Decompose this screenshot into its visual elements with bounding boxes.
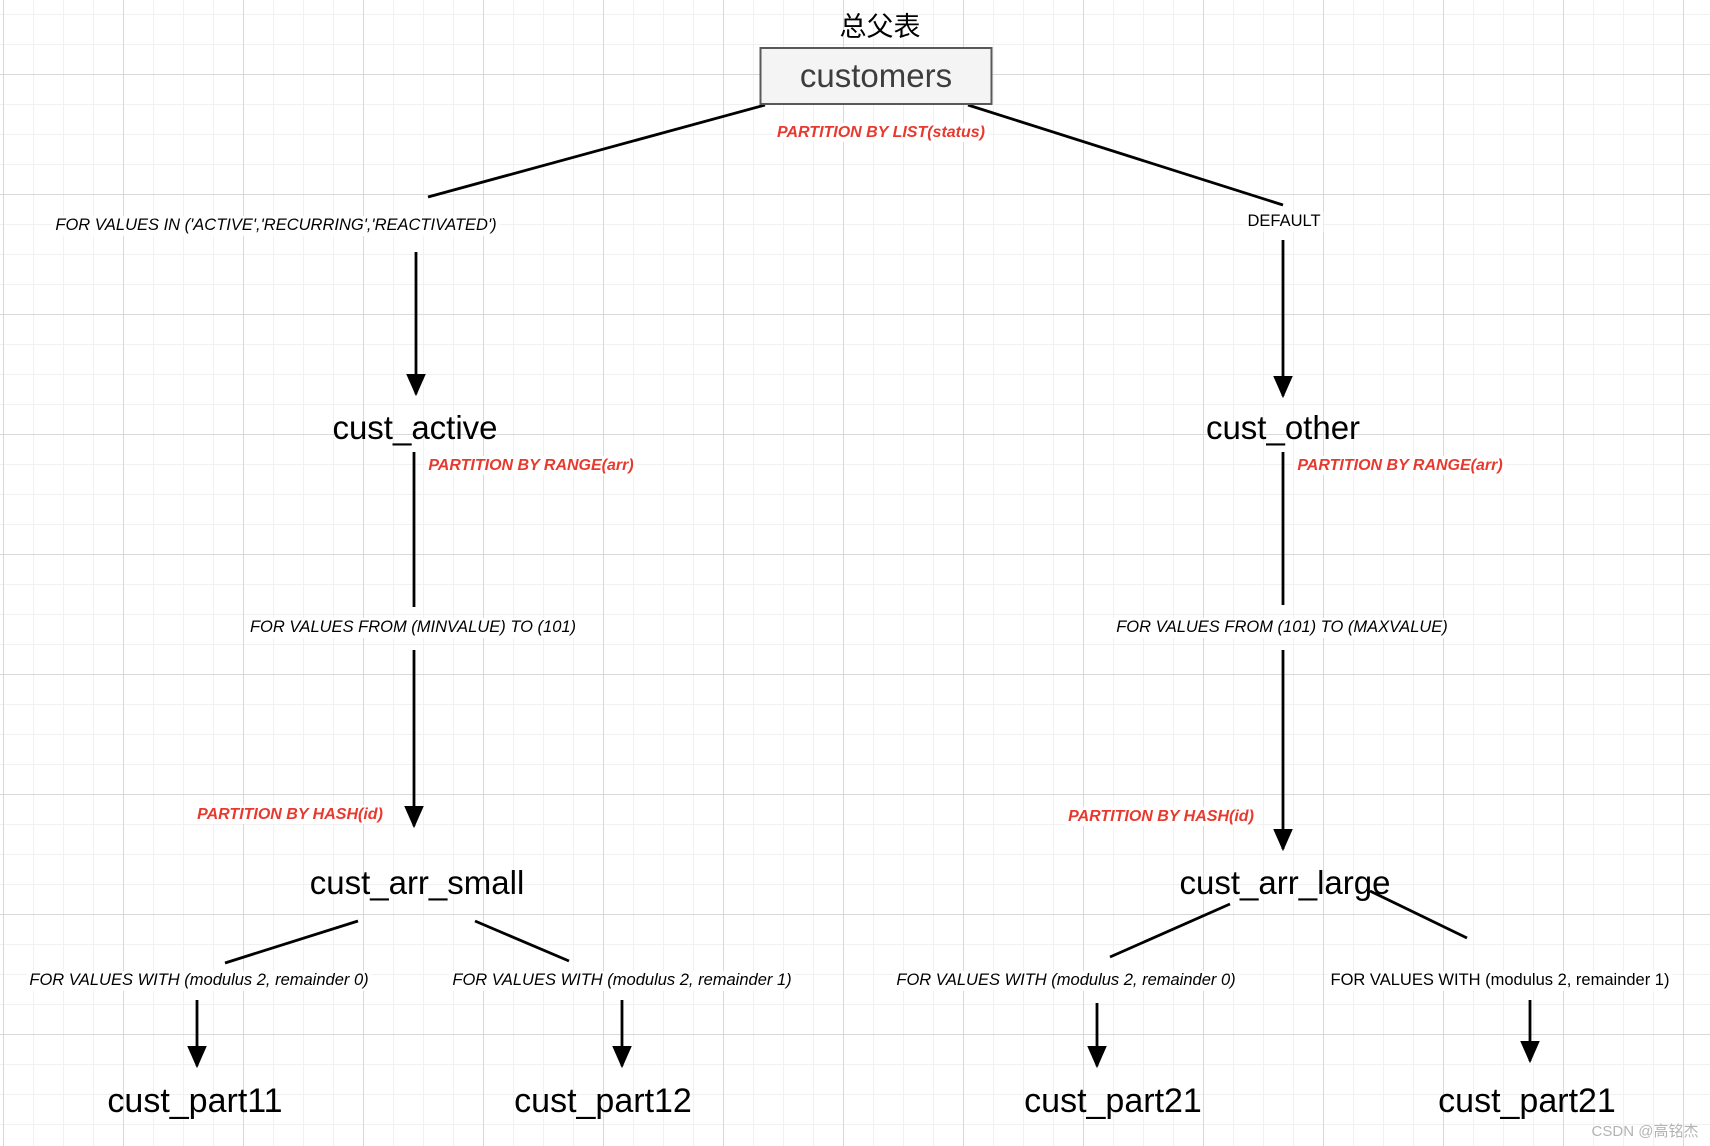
node-cust-arr-small: cust_arr_small <box>309 864 525 901</box>
diagram-title: 总父表 <box>839 12 921 42</box>
node-cust-active: cust_active <box>332 409 498 446</box>
hash-condition-small-0: FOR VALUES WITH (modulus 2, remainder 0) <box>26 971 372 991</box>
hash-condition-large-0: FOR VALUES WITH (modulus 2, remainder 0) <box>893 971 1239 991</box>
node-cust-arr-large: cust_arr_large <box>1179 864 1391 901</box>
range-partition-label-left: PARTITION BY RANGE(arr) <box>425 456 637 476</box>
node-cust-part21-right: cust_part21 <box>1438 1082 1616 1120</box>
hash-condition-large-1: FOR VALUES WITH (modulus 2, remainder 1) <box>1327 971 1673 991</box>
right-branch-condition: DEFAULT <box>1244 212 1324 232</box>
watermark-text: CSDN @高铭杰 <box>1591 1123 1699 1140</box>
list-partition-label: PARTITION BY LIST(status) <box>773 123 989 143</box>
hash-partition-label-right: PARTITION BY HASH(id) <box>1065 807 1257 827</box>
node-cust-part21-left: cust_part21 <box>1024 1082 1202 1120</box>
node-cust-other: cust_other <box>1205 409 1361 446</box>
hash-condition-small-1: FOR VALUES WITH (modulus 2, remainder 1) <box>449 971 795 991</box>
root-table-label: customers <box>799 57 953 94</box>
range-condition-left: FOR VALUES FROM (MINVALUE) TO (101) <box>246 618 580 638</box>
hash-partition-label-left: PARTITION BY HASH(id) <box>194 805 386 825</box>
range-condition-right: FOR VALUES FROM (101) TO (MAXVALUE) <box>1113 618 1451 638</box>
node-cust-part11: cust_part11 <box>107 1082 283 1120</box>
range-partition-label-right: PARTITION BY RANGE(arr) <box>1294 456 1506 476</box>
left-branch-condition: FOR VALUES IN ('ACTIVE','RECURRING','REA… <box>52 216 500 236</box>
node-cust-part12: cust_part12 <box>514 1082 692 1120</box>
root-table-node: customers <box>759 47 993 105</box>
